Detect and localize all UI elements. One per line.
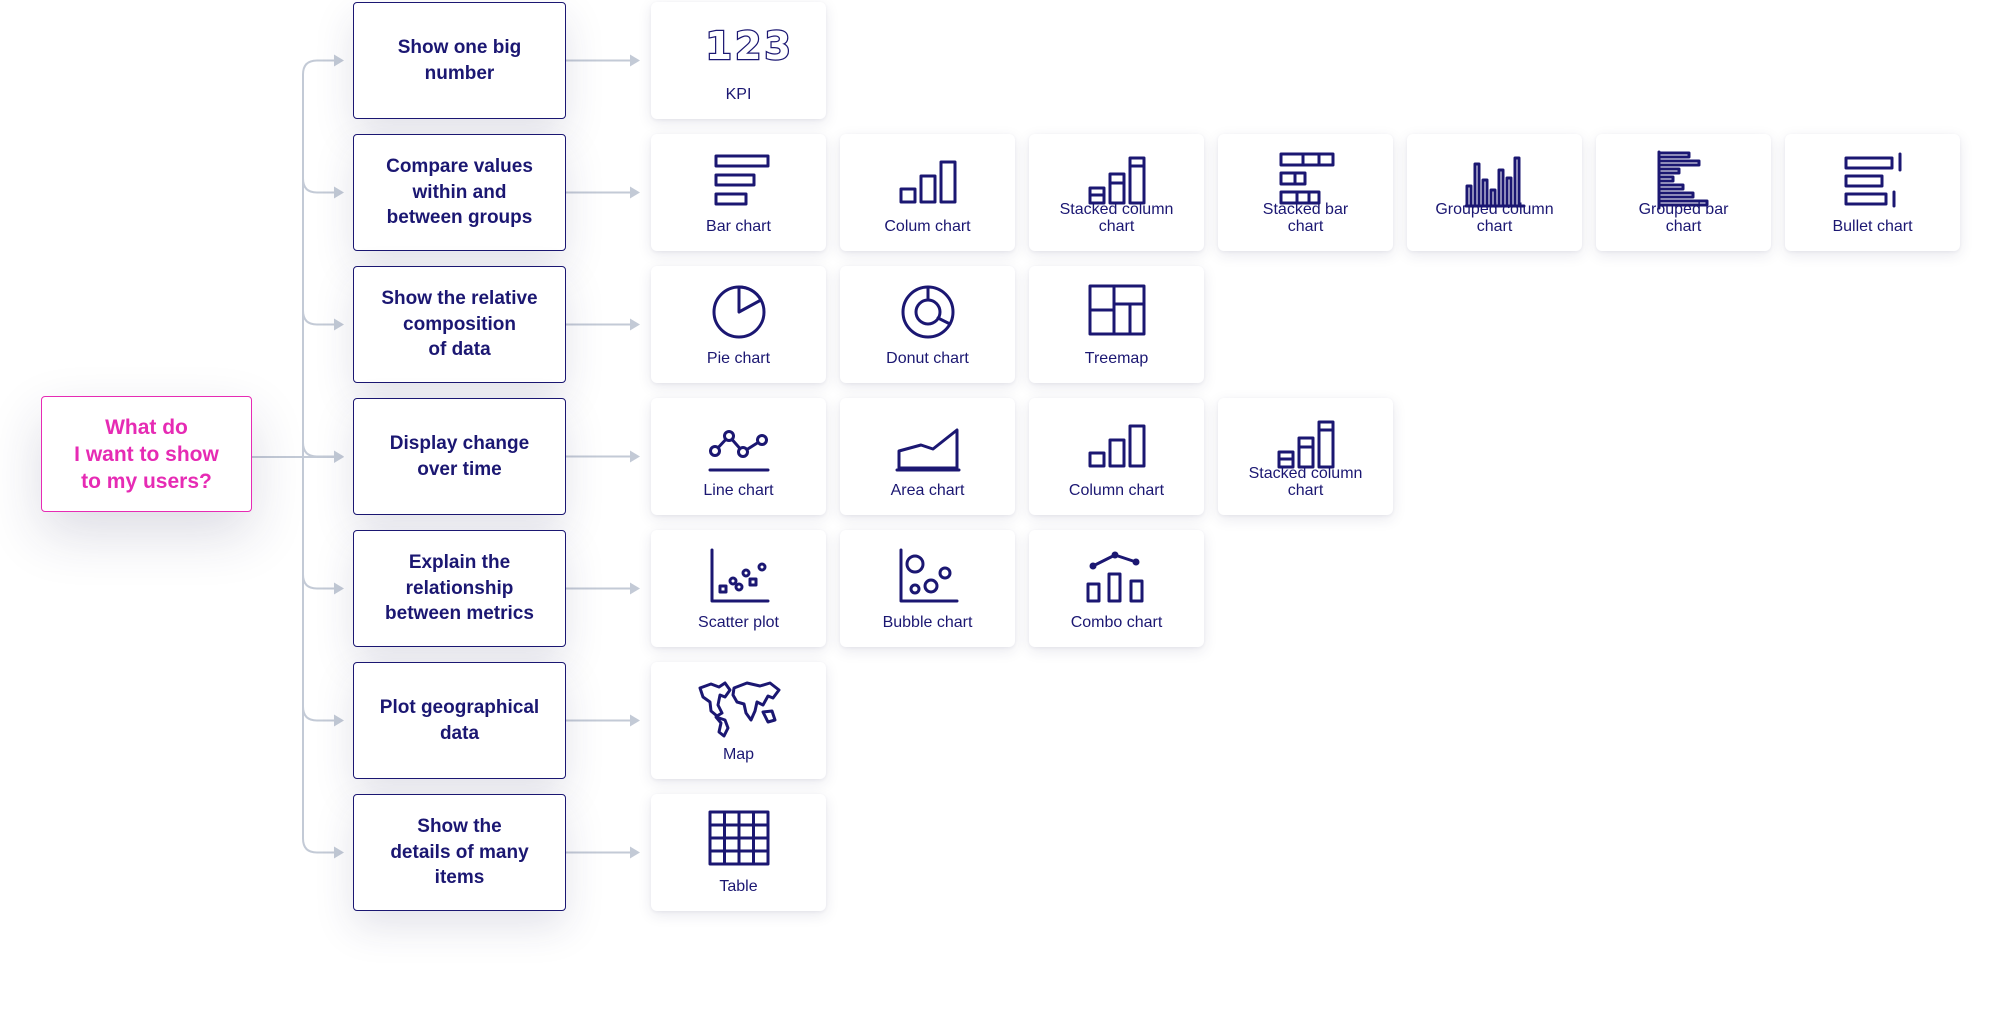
stacked-bar-chart-icon: [1273, 150, 1339, 210]
chart-type-label: Table: [719, 878, 758, 895]
chart-type-card: Stacked bar chart: [1218, 134, 1393, 251]
chart-type-label: Scatter plot: [698, 614, 779, 631]
chart-type-card: Colum chart: [840, 134, 1015, 251]
chart-type-card: Table: [651, 794, 826, 911]
chart-type-label: Line chart: [703, 482, 774, 499]
column-chart-icon: [1084, 414, 1150, 474]
area-chart-icon: [895, 414, 961, 474]
stacked-column-chart-icon: [1084, 150, 1150, 210]
arrow-icon: [630, 846, 640, 859]
column-chart-icon: [895, 150, 961, 210]
chart-type-label: Donut chart: [886, 350, 969, 367]
arrow-icon: [630, 582, 640, 595]
bar-chart-icon: [706, 150, 772, 210]
chart-type-label: Stacked bar chart: [1262, 201, 1349, 235]
chart-type-label: Map: [722, 746, 755, 763]
arrow-icon: [630, 450, 640, 463]
chart-type-label: Stacked column chart: [1248, 465, 1363, 499]
chart-type-card: Combo chart: [1029, 530, 1204, 647]
chart-type-card: Column chart: [1029, 398, 1204, 515]
map-icon: [698, 678, 780, 738]
question-box: Compare values within and between groups: [353, 134, 566, 251]
scatter-plot-icon: [706, 546, 772, 606]
chart-type-card: Area chart: [840, 398, 1015, 515]
combo-chart-icon: [1084, 546, 1150, 606]
chart-type-label: Treemap: [1084, 350, 1149, 367]
arrow-icon: [334, 450, 344, 463]
kpi-glyph: 123: [704, 23, 794, 70]
root-question-box: What do I want to show to my users?: [41, 396, 252, 512]
question-box: Display change over time: [353, 398, 566, 515]
chart-type-card: Bubble chart: [840, 530, 1015, 647]
chart-type-card: Bullet chart: [1785, 134, 1960, 251]
arrow-icon: [630, 186, 640, 199]
kpi-icon: 123: [704, 18, 794, 78]
stacked-column-chart-icon: [1273, 414, 1339, 474]
arrow-icon: [630, 714, 640, 727]
chart-type-label: Grouped bar chart: [1638, 201, 1729, 235]
chart-type-card: Pie chart: [651, 266, 826, 383]
chart-type-label: Grouped column chart: [1435, 201, 1554, 235]
arrow-icon: [334, 186, 344, 199]
question-box: Show one big number: [353, 2, 566, 119]
chart-type-card: Donut chart: [840, 266, 1015, 383]
chart-type-label: Combo chart: [1070, 614, 1163, 631]
chart-type-card: Line chart: [651, 398, 826, 515]
chart-type-card: Scatter plot: [651, 530, 826, 647]
grouped-column-chart-icon: [1462, 150, 1528, 210]
chart-type-card: Stacked column chart: [1029, 134, 1204, 251]
grouped-bar-chart-icon: [1651, 150, 1717, 210]
arrow-icon: [630, 54, 640, 67]
chart-type-card: Grouped column chart: [1407, 134, 1582, 251]
question-box: Plot geographical data: [353, 662, 566, 779]
chart-type-card: Stacked column chart: [1218, 398, 1393, 515]
arrow-icon: [334, 714, 344, 727]
branch-line: [302, 178, 341, 194]
branch-line: [302, 706, 341, 722]
chart-type-label: Bar chart: [706, 218, 771, 235]
chart-type-label: Stacked column chart: [1059, 201, 1174, 235]
branch-line: [302, 442, 341, 458]
table-icon: [706, 810, 772, 870]
donut-chart-icon: [895, 282, 961, 342]
chart-type-card: Grouped bar chart: [1596, 134, 1771, 251]
arrow-icon: [334, 54, 344, 67]
question-box: Show the relative composition of data: [353, 266, 566, 383]
arrow-icon: [334, 582, 344, 595]
bubble-chart-icon: [895, 546, 961, 606]
chart-type-card: Treemap: [1029, 266, 1204, 383]
question-box: Show the details of many items: [353, 794, 566, 911]
chart-type-label: Bullet chart: [1832, 218, 1913, 235]
chart-type-card: Map: [651, 662, 826, 779]
question-box: Explain the relationship between metrics: [353, 530, 566, 647]
chart-type-card: Bar chart: [651, 134, 826, 251]
chart-type-label: Column chart: [1068, 482, 1165, 499]
chart-type-label: Bubble chart: [882, 614, 973, 631]
arrow-icon: [630, 318, 640, 331]
pie-chart-icon: [706, 282, 772, 342]
branch-line: [302, 574, 341, 590]
branch-line: [302, 310, 341, 326]
chart-type-label: Pie chart: [706, 350, 771, 367]
arrow-icon: [334, 846, 344, 859]
arrow-icon: [334, 318, 344, 331]
chart-type-label: Colum chart: [884, 218, 971, 235]
chart-type-label: Area chart: [890, 482, 965, 499]
chart-type-label: KPI: [725, 86, 752, 103]
bullet-chart-icon: [1840, 150, 1906, 210]
line-chart-icon: [706, 414, 772, 474]
treemap-icon: [1084, 282, 1150, 342]
